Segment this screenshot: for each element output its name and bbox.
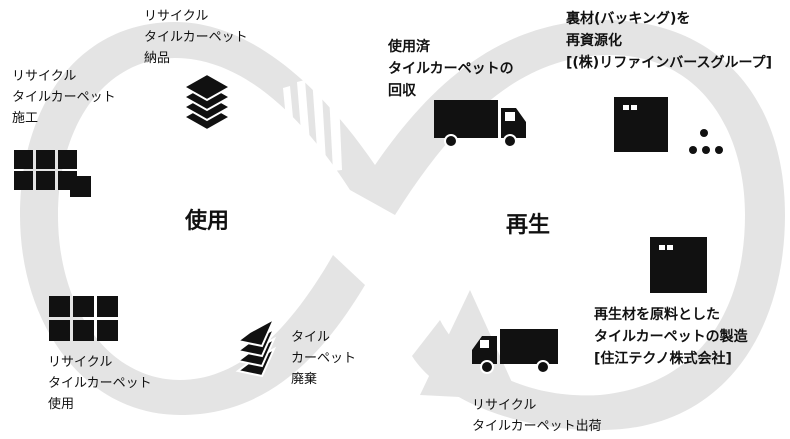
text-line: 再資源化 xyxy=(566,33,622,49)
tile-grid-use-icon xyxy=(49,296,118,341)
text-line: [(株)リファインバースグループ] xyxy=(566,55,773,71)
text-line: 裏材(バッキング)を xyxy=(566,11,691,27)
text-line: リサイクル xyxy=(12,69,77,84)
step-delivery-label: リサイクル タイルカーペット 納品 xyxy=(144,6,248,69)
text-line: タイルカーペット xyxy=(48,376,152,391)
recycled-material-icon xyxy=(650,237,707,293)
step-use-label: リサイクル タイルカーペット 使用 xyxy=(48,352,152,415)
text-line: カーペット xyxy=(291,351,357,366)
step-install-label: リサイクル タイルカーペット 施工 xyxy=(12,66,116,129)
text-line: タイルカーペットの xyxy=(388,61,514,77)
motion-stripes xyxy=(283,76,342,171)
backing-material-icon xyxy=(614,97,723,154)
tile-grid-install-icon xyxy=(14,150,91,197)
text-line: 回収 xyxy=(388,83,416,99)
step-collection-label: 使用済 タイルカーペットの 回収 xyxy=(388,36,514,102)
loop-arrowhead xyxy=(420,290,520,400)
label-regen-center: 再生 xyxy=(506,213,551,238)
text-line: [住江テクノ株式会社] xyxy=(594,351,732,367)
text-line: リサイクル xyxy=(48,355,113,370)
text-line: タイルカーペット出荷 xyxy=(472,419,602,434)
infinity-loop xyxy=(20,20,785,431)
text-line: タイルカーペット xyxy=(12,90,116,105)
step-disposal-label: タイル カーペット 廃棄 xyxy=(291,327,356,390)
text-line: リサイクル xyxy=(472,398,537,413)
stacked-layers-icon xyxy=(181,72,233,132)
text-line: 使用済 xyxy=(388,39,430,55)
text-line: 使用 xyxy=(48,397,75,412)
text-line: タイル xyxy=(291,330,331,345)
truck-collection-icon xyxy=(434,100,526,148)
text-line: リサイクル xyxy=(144,9,209,24)
label-use-center: 使用 xyxy=(185,209,230,234)
text-line: 施工 xyxy=(12,111,39,126)
text-line: タイルカーペット xyxy=(144,30,248,45)
step-shipping-label: リサイクル タイルカーペット出荷 xyxy=(472,395,602,437)
step-manufacture-label: 再生材を原料とした タイルカーペットの製造 [住江テクノ株式会社] xyxy=(594,304,748,370)
text-line: タイルカーペットの製造 xyxy=(594,329,748,345)
text-line: 再生材を原料とした xyxy=(594,307,720,323)
text-line: 廃棄 xyxy=(291,372,318,387)
step-backing-label: 裏材(バッキング)を 再資源化 [(株)リファインバースグループ] xyxy=(566,8,772,74)
text-line: 納品 xyxy=(144,51,171,66)
discarded-layers-icon xyxy=(235,316,277,378)
truck-shipping-icon xyxy=(472,329,558,374)
